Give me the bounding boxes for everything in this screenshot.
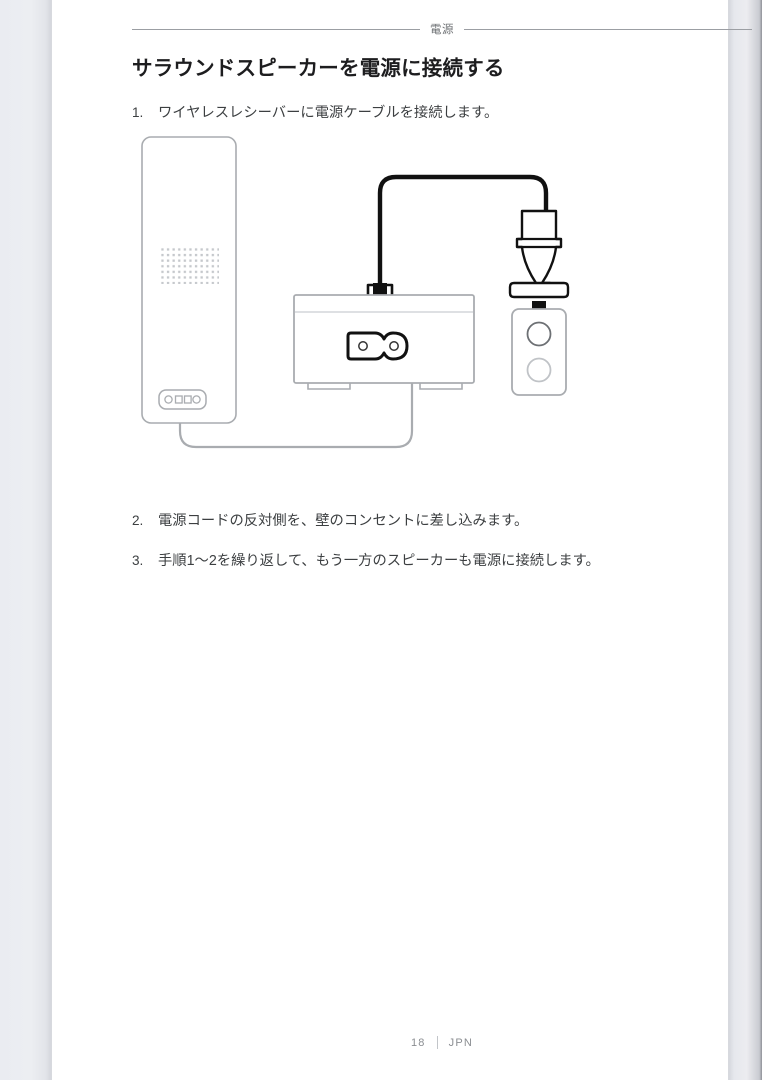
power-connection-diagram — [132, 135, 752, 495]
step-text: ワイヤレスレシーバーに電源ケーブルを接続します。 — [158, 104, 499, 121]
running-header: 電源 — [104, 21, 762, 37]
step-item-2: 2. 電源コードの反対側を、壁のコンセントに差し込みます。 — [132, 509, 752, 533]
speaker-port-2 — [183, 395, 192, 404]
page-right-gutter-scrollbar[interactable] — [728, 0, 762, 1080]
header-rule-right — [464, 28, 752, 30]
power-cable — [377, 174, 549, 288]
speaker-grille-dots — [160, 246, 219, 284]
footer-separator — [436, 1036, 438, 1049]
steps-after-figure: 2. 電源コードの反対側を、壁のコンセントに差し込みます。 3. 手順1〜2を繰… — [132, 509, 752, 574]
page-content: サラウンドスピーカーを電源に接続する 1. ワイヤレスレシーバーに電源ケーブルを… — [104, 56, 762, 590]
wall-outlet-socket-top — [526, 321, 552, 347]
header-rule-left — [132, 28, 420, 30]
wall-outlet-socket-bottom — [526, 357, 552, 383]
running-header-label: 電源 — [430, 24, 454, 36]
step-number: 2. — [132, 512, 144, 528]
speaker-terminal-right — [192, 395, 201, 404]
page-title: サラウンドスピーカーを電源に接続する — [132, 57, 505, 80]
step-number: 3. — [132, 553, 144, 569]
document-page: 電源 サラウンドスピーカーを電源に接続する 1. ワイヤレスレシーバーに電源ケー… — [52, 0, 752, 1080]
page-left-gutter — [0, 0, 52, 1080]
receiver-foot-left — [307, 382, 351, 390]
language-code: JPN — [448, 1036, 474, 1049]
wall-outlet — [511, 308, 567, 396]
diagram-svg — [141, 136, 570, 449]
wall-plug-collar — [518, 237, 560, 249]
inlet-hole-left — [358, 340, 368, 351]
wall-plug-base — [508, 281, 570, 299]
inlet-hole-right — [389, 340, 399, 351]
speaker-port-1 — [174, 395, 183, 404]
step-item-1: 1. ワイヤレスレシーバーに電源ケーブルを接続します。 — [132, 101, 752, 125]
speaker-terminal-left — [164, 395, 173, 404]
step-text: 手順1〜2を繰り返して、もう一方のスピーカーも電源に接続します。 — [158, 553, 600, 570]
step-number: 1. — [132, 104, 144, 120]
receiver-foot-right — [419, 382, 463, 390]
figure-eight-power-inlet — [346, 331, 409, 361]
step-item-3: 3. 手順1〜2を繰り返して、もう一方のスピーカーも電源に接続します。 — [132, 549, 752, 573]
page-footer: 18 JPN — [104, 1036, 762, 1049]
speaker-cable — [178, 374, 414, 449]
page-number: 18 — [410, 1036, 426, 1049]
step-text: 電源コードの反対側を、壁のコンセントに差し込みます。 — [158, 512, 529, 529]
